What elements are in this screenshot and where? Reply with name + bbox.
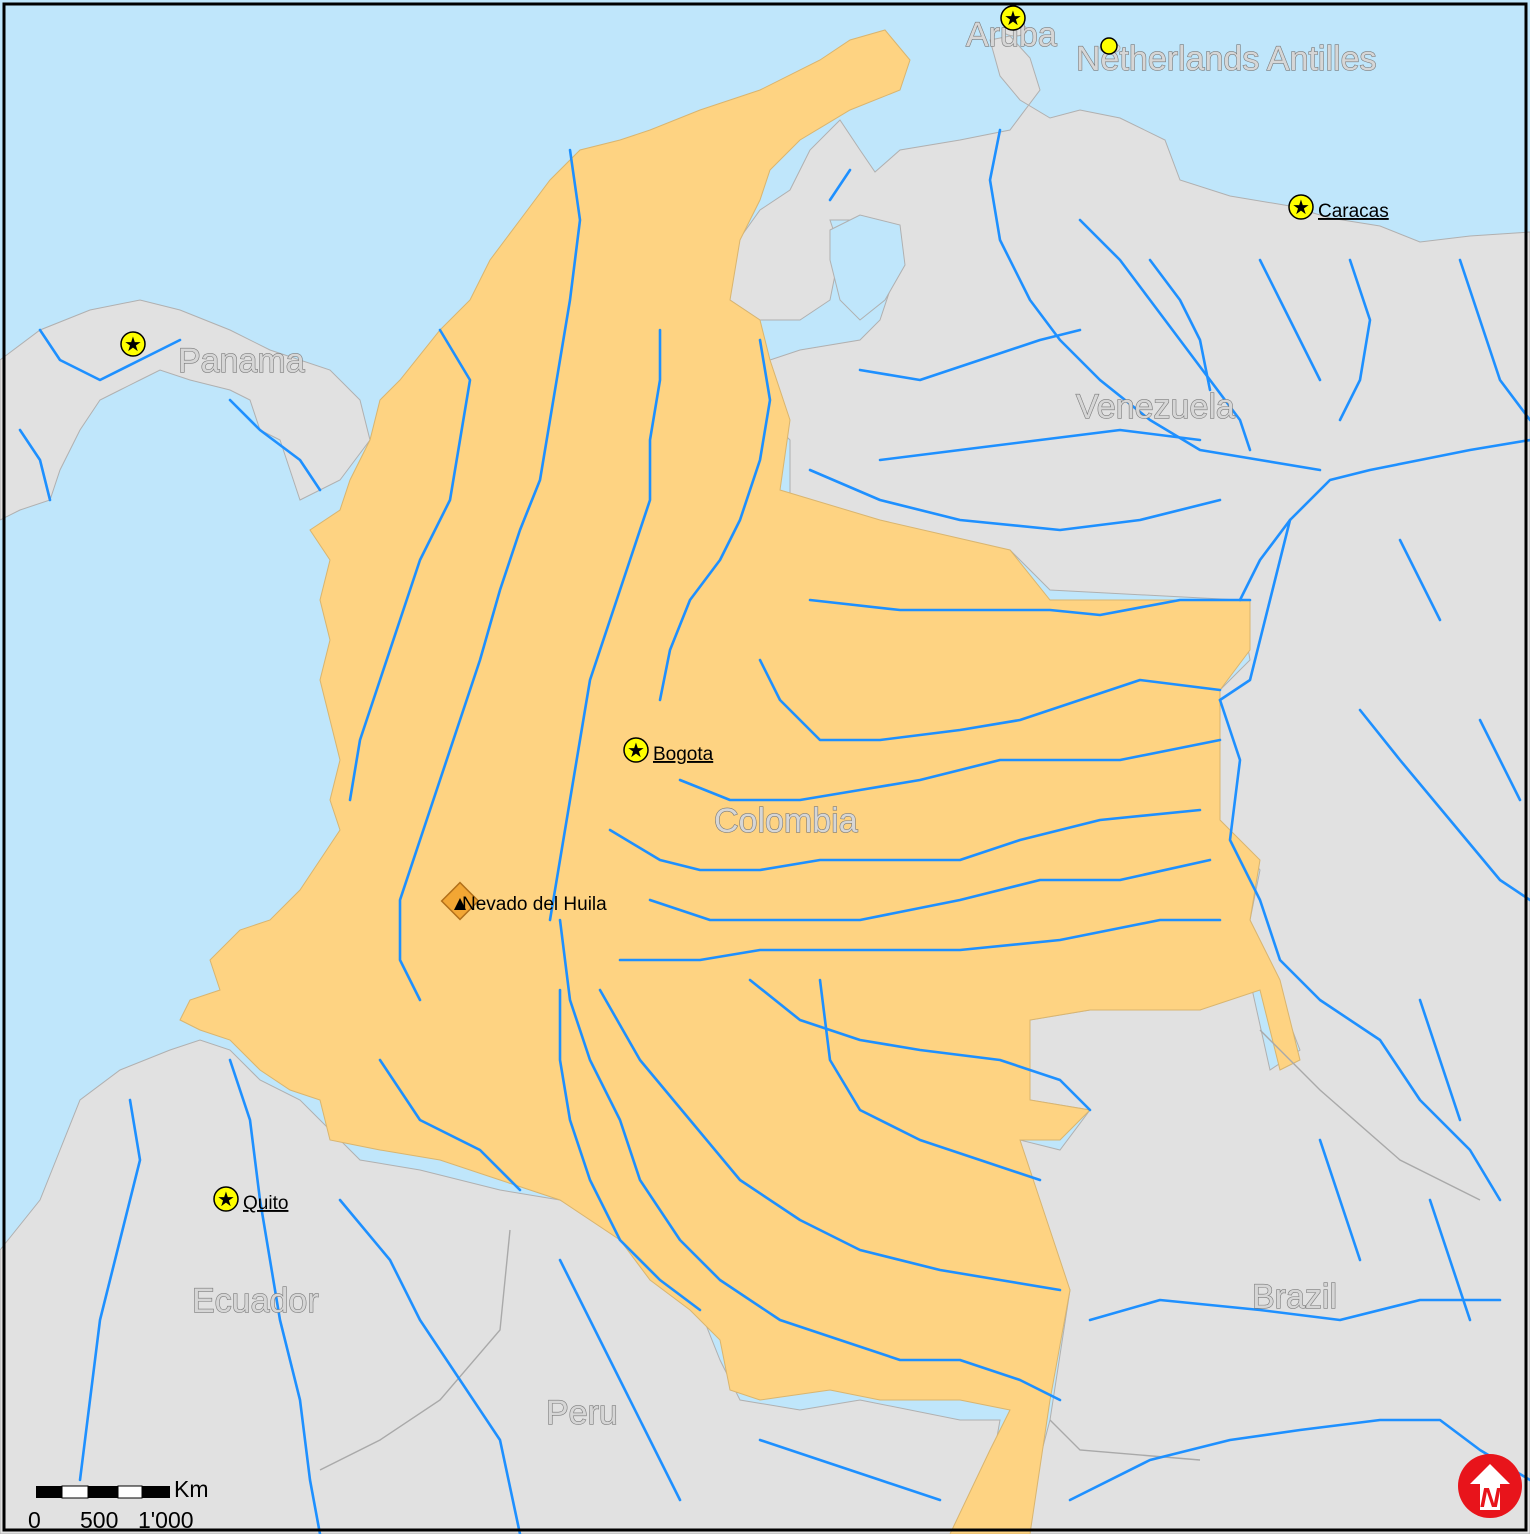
- capital-bogota-marker: ★: [623, 737, 649, 763]
- label-panama: Panama: [178, 342, 305, 380]
- label-quito: Quito: [243, 1193, 288, 1214]
- city-labels: Caracas Bogota Quito: [243, 201, 1389, 1214]
- panama-land: [0, 299, 371, 521]
- label-colombia: Colombia: [714, 802, 858, 840]
- label-volcano: Nevado del Huila: [462, 894, 607, 915]
- north-letter: N: [1480, 1482, 1501, 1513]
- label-bogota: Bogota: [653, 744, 714, 765]
- label-ecuador: Ecuador: [192, 1282, 319, 1320]
- star-icon: ★: [1292, 197, 1310, 219]
- capital-aruba-marker: ★: [1000, 5, 1026, 31]
- volcano-marker: Nevado del Huila: [440, 881, 607, 921]
- capital-panama-marker: ★: [120, 331, 146, 357]
- scale-unit: Km: [174, 1476, 209, 1502]
- north-arrow: N: [1458, 1454, 1522, 1518]
- capital-quito-marker: ★: [213, 1186, 239, 1212]
- star-icon: ★: [627, 740, 645, 762]
- country-labels: Aruba Netherlands Antilles Panama Venezu…: [177, 15, 1377, 1432]
- star-icon: ★: [1004, 8, 1022, 30]
- label-caracas: Caracas: [1318, 201, 1389, 222]
- label-brazil: Brazil: [1252, 1278, 1337, 1316]
- capital-antilles-marker: [1100, 37, 1118, 55]
- capital-caracas-marker: ★: [1288, 194, 1314, 220]
- star-icon: ★: [124, 334, 142, 356]
- lake-maracaibo: [829, 214, 906, 321]
- colombia-shape: [179, 29, 1301, 1534]
- label-peru: Peru: [546, 1394, 618, 1432]
- rivers: [18, 128, 1530, 1534]
- scale-tick-0: 0: [28, 1507, 41, 1533]
- capital-markers: ★ ★ ★ ★ ★: [120, 5, 1314, 1212]
- star-icon: ★: [217, 1189, 235, 1211]
- ecuador-peru-land: [0, 1039, 1001, 1534]
- label-venezuela: Venezuela: [1076, 388, 1235, 426]
- label-netherlands-antilles: Netherlands Antilles: [1076, 40, 1377, 78]
- scale-bar: Km 0 500 1'000: [28, 1476, 209, 1533]
